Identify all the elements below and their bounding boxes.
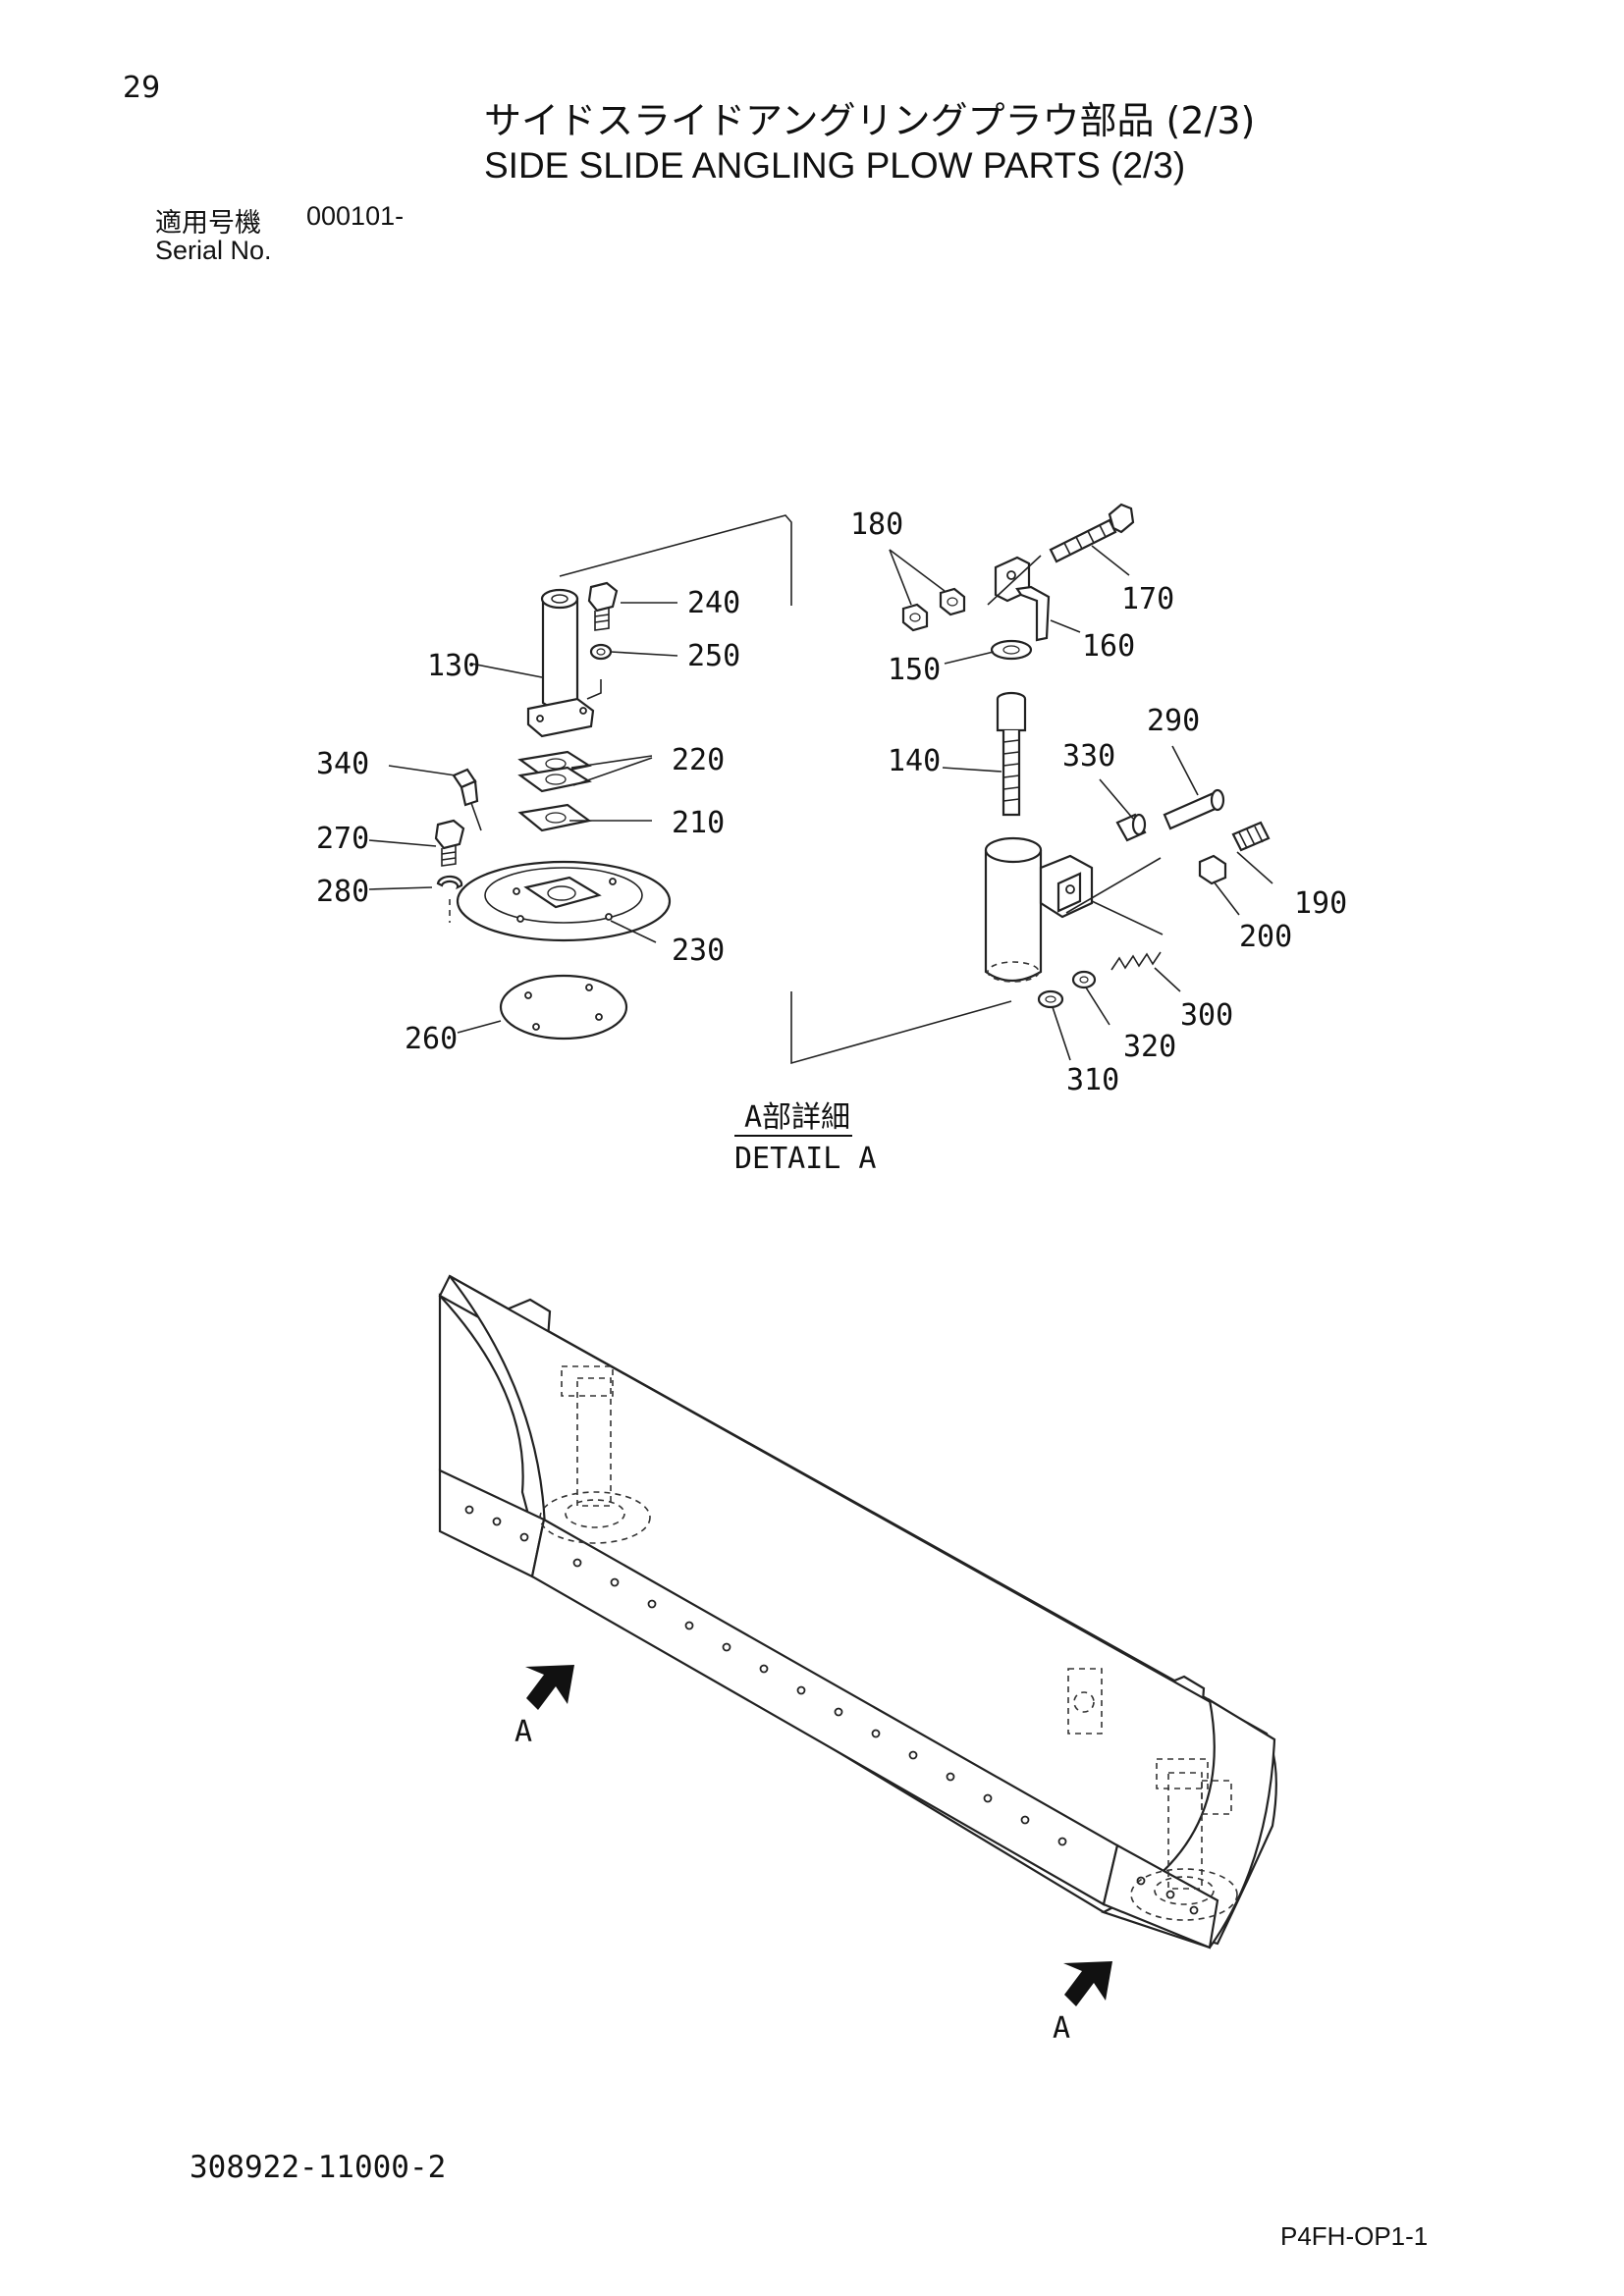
- bolt-240: [587, 581, 619, 631]
- detail-a-caption: A部詳細 DETAIL A: [734, 1100, 877, 1176]
- left-pivot-hidden: [539, 1365, 651, 1544]
- spring-300: [1110, 951, 1162, 971]
- dish-plate-230: [456, 860, 672, 942]
- part-number: 210: [672, 806, 725, 840]
- cover-plate-260: [499, 974, 628, 1041]
- housing: [984, 836, 1094, 983]
- part-number: 340: [316, 747, 369, 781]
- drawing-number: 308922-11000-2: [189, 2150, 447, 2185]
- detail-a-arrow-left: A: [514, 1665, 574, 1749]
- part-number-labels: 130 140 150 160 170 180 190 200 210 220 …: [316, 507, 1347, 1097]
- right-pivot-hidden: [1130, 1758, 1238, 1921]
- pin-tube-130: [541, 597, 579, 711]
- part-number: 240: [687, 586, 740, 620]
- plow-blade: [438, 1274, 1277, 1949]
- page-number: 29: [123, 71, 161, 105]
- part-number: 200: [1239, 920, 1292, 954]
- part-number: 300: [1180, 998, 1233, 1033]
- bolt-270: [434, 819, 465, 867]
- part-number: 220: [672, 743, 725, 777]
- arrow-label: A: [514, 1715, 532, 1749]
- part-number: 280: [316, 875, 369, 909]
- bracket-160: [994, 556, 1051, 642]
- detail-label-japanese: A部詳細: [744, 1100, 850, 1135]
- part-number: 250: [687, 639, 740, 673]
- part-number: 260: [405, 1022, 458, 1056]
- lock-washer-280: [436, 875, 463, 890]
- center-mount-hidden: [1067, 1668, 1103, 1735]
- pin-330: [1115, 813, 1147, 842]
- page-code: P4FH-OP1-1: [1280, 2221, 1429, 2251]
- part-number: 320: [1123, 1030, 1176, 1064]
- part-number: 230: [672, 934, 725, 968]
- detail-a-right-assembly: [790, 503, 1273, 1065]
- serial-number-value: 000101-: [306, 201, 405, 231]
- part-number: 170: [1121, 582, 1174, 616]
- part-number: 310: [1066, 1063, 1119, 1097]
- part-number: 150: [888, 653, 941, 687]
- serial-label-english: Serial No.: [155, 236, 272, 265]
- adjust-rod-140: [996, 691, 1027, 817]
- arrow-label: A: [1053, 2011, 1070, 2046]
- part-number: 180: [850, 507, 903, 542]
- pin-290: [1163, 788, 1225, 830]
- part-number: 290: [1147, 704, 1200, 738]
- grease-nipple-340: [452, 768, 482, 831]
- part-number: 330: [1062, 739, 1115, 774]
- nut-200: [1198, 854, 1227, 885]
- set-screw-190: [1231, 821, 1271, 852]
- part-number: 190: [1294, 886, 1347, 921]
- detail-a-arrow-right: A: [1053, 1961, 1112, 2046]
- bolt-170: [1049, 503, 1135, 563]
- part-number: 270: [316, 822, 369, 856]
- page-title-japanese: サイドスライドアングリングプラウ部品 (2/3): [484, 99, 1256, 142]
- page-title-english: SIDE SLIDE ANGLING PLOW PARTS (2/3): [484, 145, 1186, 186]
- cutting-edge-holes: [572, 1558, 1067, 1846]
- detail-label-english: DETAIL A: [734, 1142, 877, 1176]
- serial-label-japanese: 適用号機: [155, 208, 261, 239]
- detail-a-left-assembly: [368, 514, 792, 1041]
- part-number: 140: [888, 744, 941, 778]
- nut-180: [901, 587, 966, 632]
- part-number: 130: [427, 649, 480, 683]
- part-number: 160: [1082, 629, 1135, 664]
